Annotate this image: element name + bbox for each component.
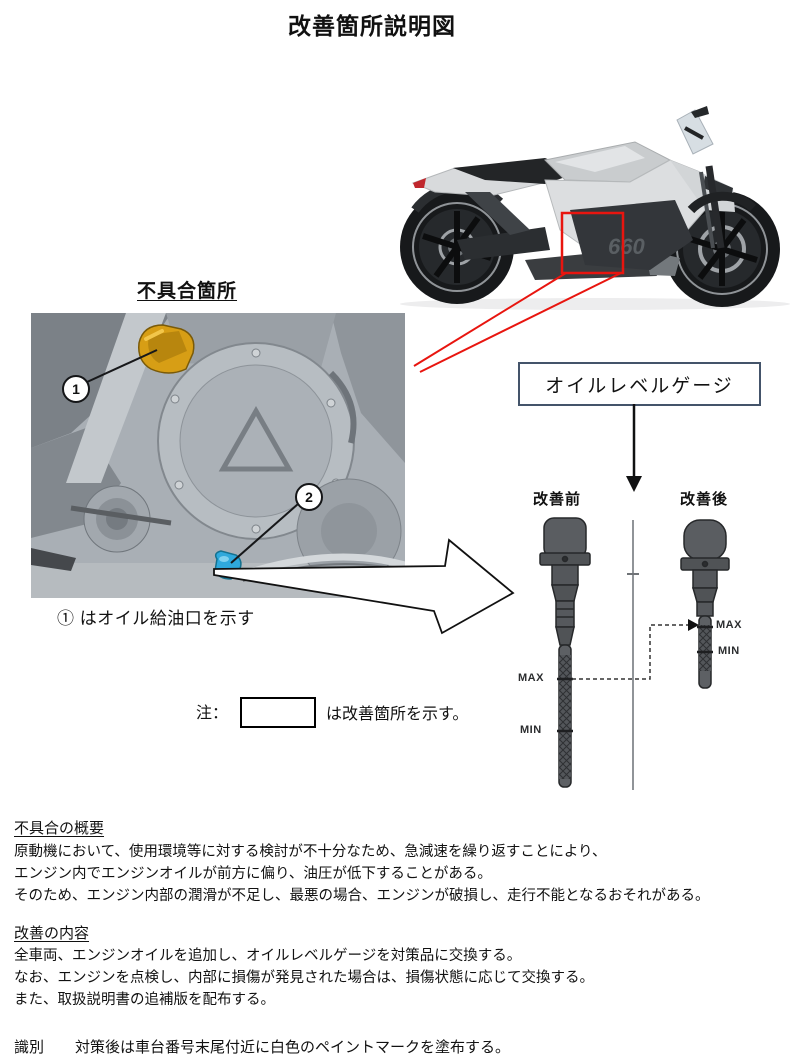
section-1-line-3: そのため、エンジン内部の潤滑が不足し、最悪の場合、エンジンが破損し、走行不能とな… xyxy=(14,888,710,904)
side-cover-inner xyxy=(321,503,377,559)
section-1-heading: 不具合の概要 xyxy=(14,820,105,837)
dipstick-after xyxy=(680,519,730,689)
gauge-down-arrow xyxy=(626,404,642,492)
shift-rod xyxy=(70,505,172,526)
section-2-body: 全車両、エンジンオイルを追加し、オイルレベルゲージを対策品に交換する。 なお、エ… xyxy=(14,945,594,1011)
min-label-after: MIN xyxy=(718,645,740,657)
callout-1-leader xyxy=(86,349,158,383)
section-2-line-3: また、取扱説明書の追補版を配布する。 xyxy=(14,992,275,1008)
clutch-cover-inner xyxy=(179,364,333,518)
bike-badge-660: 660 xyxy=(608,234,645,259)
note-prefix: 注： xyxy=(196,705,229,722)
section-2-line-2: なお、エンジンを点検し、内部に損傷が発見された場合は、損傷状態に応じて交換する。 xyxy=(14,970,594,986)
min-label-before: MIN xyxy=(520,724,542,736)
subframe xyxy=(465,192,530,235)
note-suffix: は改善箇所を示す。 xyxy=(326,706,469,723)
frame-shape-3 xyxy=(331,313,405,463)
swingarm xyxy=(457,227,550,260)
gauge-label-text: オイルレベルゲージ xyxy=(545,375,734,397)
front-fender xyxy=(687,191,757,214)
callout-2-circle xyxy=(295,483,323,511)
callout-1-circle xyxy=(62,375,90,403)
front-fork-inner xyxy=(699,171,715,249)
seat xyxy=(453,158,580,184)
callout-caption: ① はオイル給油口を示す xyxy=(57,609,255,628)
level-transfer-dashed-line xyxy=(572,624,688,680)
section-1-body: 原動機において、使用環境等に対する検討が不十分なため、急減速を繰り返すことにより… xyxy=(14,841,710,907)
identification-label: 識別 xyxy=(14,1039,45,1056)
dipstick-comparison xyxy=(539,517,730,790)
level-transfer-arrowhead xyxy=(688,619,699,631)
max-label-after: MAX xyxy=(716,619,742,631)
after-label: 改善後 xyxy=(680,491,729,508)
defect-section-label: 不具合箇所 xyxy=(137,281,238,302)
max-label-before: MAX xyxy=(518,672,544,684)
callout-2-number: 2 xyxy=(305,489,313,505)
shift-pedal xyxy=(31,548,76,571)
mirror xyxy=(691,106,709,118)
dipstick-before xyxy=(539,517,591,788)
hose xyxy=(328,370,357,444)
engine-closeup-photo: 1 2 xyxy=(31,313,405,598)
section-1-line-2: エンジン内でエンジンオイルが前方に偏り、油圧が低下することがある。 xyxy=(14,866,492,882)
page-title: 改善箇所説明図 xyxy=(288,13,456,39)
callout-1-number: 1 xyxy=(72,381,80,397)
oil-filler-cap xyxy=(138,324,195,374)
section-1-line-1: 原動機において、使用環境等に対する検討が不十分なため、急減速を繰り返すことにより… xyxy=(14,844,607,860)
gauge-label-box: オイルレベルゲージ xyxy=(518,362,761,406)
identification-text: 対策後は車台番号末尾付近に白色のペイントマークを塗布する。 xyxy=(75,1039,511,1056)
section-2-line-1: 全車両、エンジンオイルを追加し、オイルレベルゲージを対策品に交換する。 xyxy=(14,948,522,964)
tank-highlight xyxy=(555,146,645,172)
handlebar xyxy=(684,126,704,140)
front-fork xyxy=(705,165,725,249)
tail-light xyxy=(413,178,426,188)
before-label: 改善前 xyxy=(533,491,582,508)
section-2-heading: 改善の内容 xyxy=(14,925,90,942)
triumph-logo-triangle xyxy=(218,405,294,472)
note-legend-box xyxy=(240,697,316,728)
motorcycle-image: 660 xyxy=(400,106,790,310)
